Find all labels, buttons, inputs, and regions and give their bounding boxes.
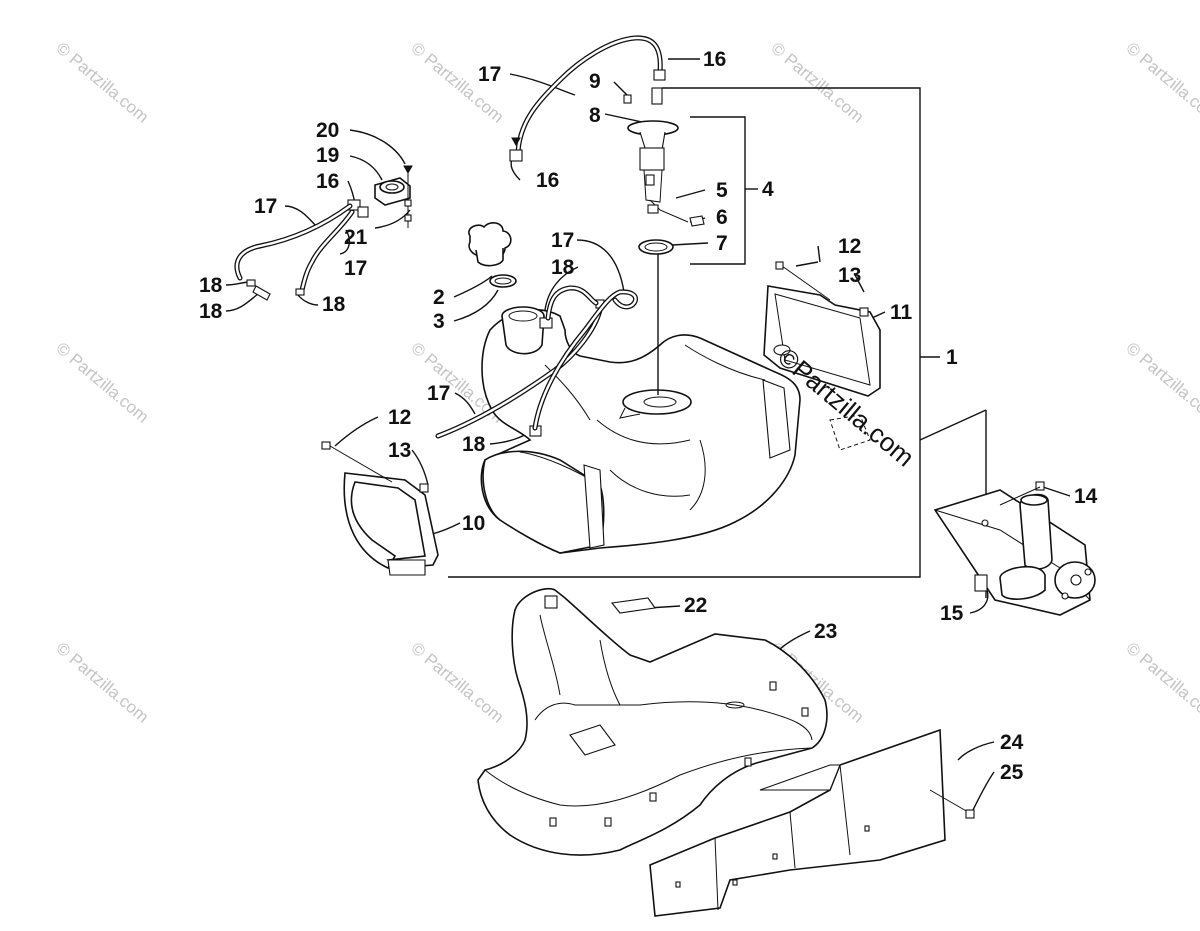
tank-bracket-front	[763, 261, 881, 451]
vent-valve-assembly	[234, 165, 413, 301]
callout-11: 11	[890, 301, 913, 324]
callout-8: 8	[589, 104, 601, 127]
callout-13: 13	[388, 439, 411, 462]
watermark: © Partzilla.com	[52, 39, 152, 127]
callout-16: 16	[703, 48, 726, 71]
callout-17: 17	[427, 382, 450, 405]
callout-16: 16	[536, 169, 559, 192]
callout-12: 12	[838, 235, 861, 258]
assembly-brackets	[448, 87, 940, 578]
fuel-pump	[623, 87, 705, 395]
callout-21: 20	[316, 119, 339, 142]
watermark: © Partzilla.com	[52, 339, 152, 427]
callout-17: 17	[254, 195, 277, 218]
callout-26: 25	[1000, 761, 1024, 784]
watermark: © Partzilla.com	[767, 39, 867, 127]
callout-18: 18	[322, 293, 346, 316]
watermark: © Partzilla.com	[1122, 339, 1200, 427]
callout-2: 2	[433, 286, 445, 309]
tank-bracket-rear	[321, 441, 439, 576]
callout-18: 18	[462, 433, 486, 456]
callout-17: 17	[344, 257, 367, 280]
callout-24: 23	[814, 620, 837, 643]
callout-22: 21	[344, 226, 368, 249]
callout-14: 14	[1074, 485, 1098, 508]
callout-18: 18	[551, 256, 575, 279]
callout-10: 10	[462, 512, 485, 535]
callout-16: 16	[316, 170, 339, 193]
skid-plate	[649, 728, 975, 917]
callout-12: 12	[388, 406, 411, 429]
watermark: © Partzilla.com	[1122, 639, 1200, 727]
callout-17: 17	[478, 63, 501, 86]
callout-7: 7	[716, 232, 728, 255]
fuel-cap	[468, 222, 517, 288]
callout-23: 22	[684, 594, 707, 617]
frame-section	[933, 481, 1096, 616]
callout-25: 24	[1000, 731, 1024, 754]
tank-hoses	[435, 285, 638, 439]
pan-fasteners	[549, 681, 809, 827]
callout-17: 17	[551, 229, 574, 252]
callout-5: 5	[716, 179, 728, 202]
callout-15: 15	[940, 602, 964, 625]
callout-3: 3	[433, 310, 445, 333]
fuel-tank	[480, 299, 801, 554]
callout-20: 19	[316, 144, 339, 167]
watermark: © Partzilla.com	[52, 639, 152, 727]
belly-pan	[477, 588, 828, 856]
watermark: © Partzilla.com	[407, 639, 507, 727]
watermark: © Partzilla.com	[1122, 39, 1200, 127]
callout-18: 18	[199, 274, 223, 297]
callout-19: 18	[199, 300, 223, 323]
callout-labels: 1 2 3 4 5 6 7 8 9 10 11 12 12 13 13 14 1…	[199, 48, 1098, 784]
callout-6: 6	[716, 206, 728, 229]
callout-4: 4	[762, 178, 774, 201]
callout-13: 13	[838, 264, 861, 287]
callout-9: 9	[589, 70, 601, 93]
vent-hose-top	[509, 35, 666, 162]
callout-1: 1	[946, 346, 958, 369]
